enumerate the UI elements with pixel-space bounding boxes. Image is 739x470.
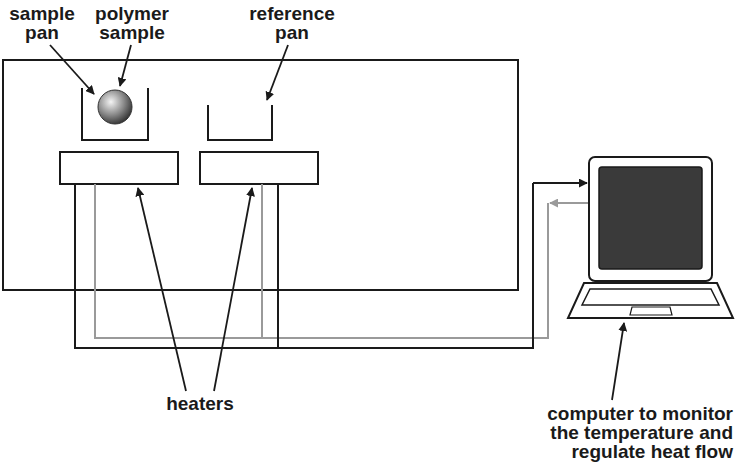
signal-wire bbox=[75, 183, 587, 348]
part-label: heaters bbox=[150, 394, 250, 413]
computer-label: computer to monitor the temperature and … bbox=[533, 404, 733, 461]
heater-block bbox=[60, 152, 178, 184]
part-label: reference pan bbox=[240, 4, 344, 42]
part-label: sample pan bbox=[2, 4, 82, 42]
control-wire bbox=[95, 184, 588, 338]
leader-arrow bbox=[50, 45, 624, 400]
polymer-sample bbox=[98, 90, 132, 124]
sample-pan bbox=[82, 88, 148, 140]
part-label: polymer sample bbox=[86, 4, 178, 42]
reference-pan bbox=[208, 105, 272, 140]
heater-block bbox=[200, 152, 318, 184]
cell-housing bbox=[3, 60, 518, 290]
laptop-computer bbox=[568, 157, 733, 318]
